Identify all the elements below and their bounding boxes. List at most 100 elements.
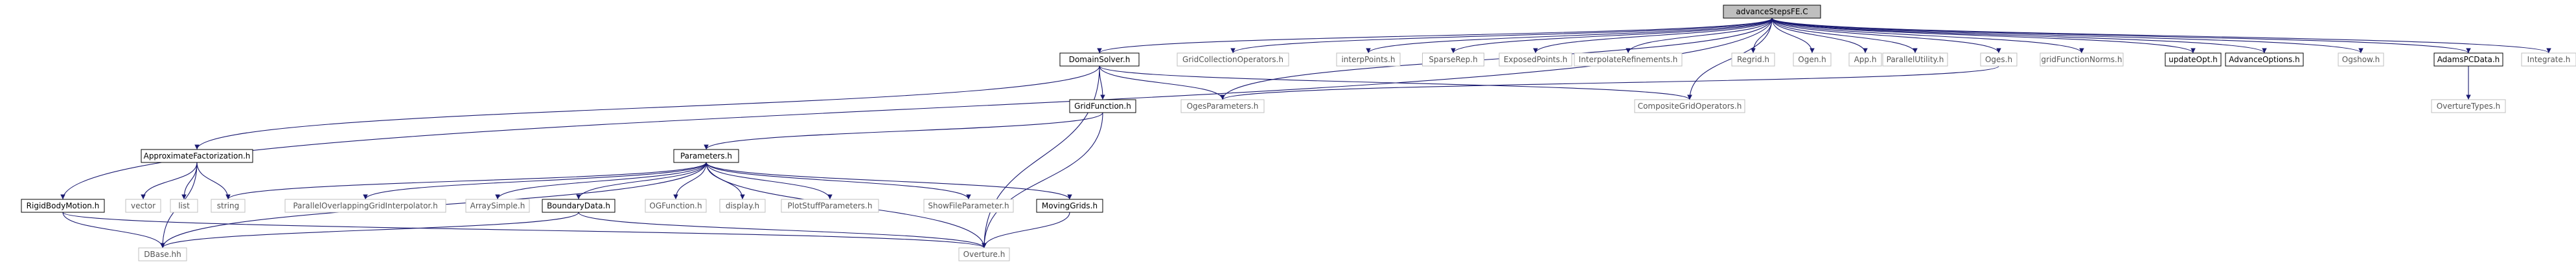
edge-oges-to-ogesParameters [1220,65,1999,100]
node-gridCollOps: GridCollectionOperators.h [1177,52,1289,67]
node-label-display: display.h [726,201,759,210]
node-ogesParameters: OgesParameters.h [1180,99,1265,113]
edge-parameters-to-ogFunction [673,162,707,200]
node-approxFactorization[interactable]: ApproximateFactorization.h [141,149,253,163]
node-label-advanceStepsFE: advanceStepsFE.C [1736,7,1808,16]
edge-approxFactorization-to-vector [141,162,198,200]
node-label-vector: vector [131,201,155,210]
node-compositeGridOps: CompositeGridOperators.h [1634,99,1745,113]
node-label-approxFactorization: ApproximateFactorization.h [144,151,251,161]
edge-advanceStepsFE-to-advanceOptions [1771,17,2267,54]
node-box-showFileParameter [923,199,1014,213]
node-box-ogen [1793,52,1832,67]
edge-advanceStepsFE-to-oges [1771,17,2001,54]
node-oges: Oges.h [1980,52,2018,67]
node-label-parallelOverlapping: ParallelOverlappingGridInterpolator.h [293,201,437,210]
node-display: display.h [719,199,766,213]
edge-approxFactorization-to-string [196,162,231,200]
edge-rigidBodyMotion-to-dbase [62,212,165,249]
node-box-parallelOverlapping [284,199,446,213]
node-interpRefinements: InterpolateRefinements.h [1574,52,1683,67]
edge-gridFunction-to-parameters [704,112,1103,150]
node-label-list: list [178,201,190,210]
node-plotStuffParameters: PlotStuffParameters.h [781,199,879,213]
node-updateOpt[interactable]: updateOpt.h [2165,52,2222,67]
edge-parameters-to-arraySimple [495,162,707,200]
node-parallelUtility: ParallelUtility.h [1882,52,1948,67]
node-box-domainSolver [1059,52,1140,67]
node-label-app: App.h [1854,55,1877,64]
node-label-advanceOptions: AdvanceOptions.h [2229,55,2299,64]
node-vector: vector [125,199,161,213]
node-box-exposedPoints [1499,52,1572,67]
node-box-string [211,199,246,213]
node-label-overture: Overture.h [963,250,1006,259]
node-label-ogesParameters: OgesParameters.h [1187,102,1259,111]
node-dbase: DBase.hh [138,247,187,261]
edge-domainSolver-to-gridFunction [1099,65,1105,100]
edge-rigidBodyMotion-to-overture [62,212,987,249]
node-rigidBodyMotion[interactable]: RigidBodyMotion.h [21,199,105,213]
edge-advanceStepsFE-to-gridCollOps [1230,17,1773,54]
node-domainSolver[interactable]: DomainSolver.h [1059,52,1140,67]
edge-domainSolver-to-approxFactorization [194,65,1100,150]
node-label-regrid: Regrid.h [1737,55,1769,64]
node-label-rigidBodyMotion: RigidBodyMotion.h [27,201,100,210]
edge-advanceStepsFE-to-adamsPCData [1771,17,2471,54]
node-advanceStepsFE[interactable]: advanceStepsFE.C [1723,5,1821,19]
edge-boundaryData-to-dbase [160,212,579,249]
node-label-ogshow: Ogshow.h [2342,55,2380,64]
node-label-updateOpt: updateOpt.h [2168,55,2217,64]
node-box-sparseRep [1422,52,1484,67]
node-label-showFileParameter: ShowFileParameter.h [928,201,1009,210]
node-label-ogFunction: OGFunction.h [649,201,702,210]
edge-advanceStepsFE-to-domainSolver [1097,17,1773,54]
node-label-gridFunction: GridFunction.h [1074,102,1131,111]
node-parameters[interactable]: Parameters.h [673,149,739,163]
node-ogshow: Ogshow.h [2338,52,2384,67]
node-box-interpRefinements [1574,52,1683,67]
node-box-rigidBodyMotion [21,199,105,213]
node-label-boundaryData: BoundaryData.h [547,201,610,210]
node-box-ogshow [2338,52,2384,67]
node-box-compositeGridOps [1634,99,1745,113]
node-boundaryData[interactable]: BoundaryData.h [542,199,615,213]
node-box-advanceStepsFE [1723,5,1821,19]
edge-parameters-to-parallelOverlapping [363,162,707,200]
edge-advanceStepsFE-to-integrate [1771,17,2551,54]
edge-domainSolver-to-ogesParameters [1099,65,1225,100]
node-box-dbase [138,247,187,261]
node-box-plotStuffParameters [781,199,879,213]
file-nodes: advanceStepsFE.C DomainSolver.h GridCollec… [21,5,2576,261]
edge-advanceStepsFE-to-ogesParameters [1220,17,1773,100]
node-box-updateOpt [2165,52,2222,67]
edge-movingGrids-to-overture [982,212,1070,249]
edge-parameters-to-string [225,162,707,200]
node-box-parameters [673,149,739,163]
node-gridFunction[interactable]: GridFunction.h [1069,99,1136,113]
edge-advanceStepsFE-to-gridFunctionNorms [1771,17,2084,54]
node-box-integrate [2521,52,2576,67]
node-box-gridCollOps [1177,52,1289,67]
node-box-interpPoints [1336,52,1401,67]
node-gridFunctionNorms: gridFunctionNorms.h [2040,52,2124,67]
edge-gridFunction-to-overture [982,112,1103,249]
edge-advanceStepsFE-to-sparseRep [1451,17,1773,54]
edge-domainSolver-to-compositeGridOps [1099,65,1692,100]
edge-advanceStepsFE-to-interpPoints [1366,17,1773,54]
node-label-overtureTypes: OvertureTypes.h [2437,102,2500,111]
node-advanceOptions[interactable]: AdvanceOptions.h [2225,52,2304,67]
node-adamsPCData[interactable]: AdamsPCData.h [2433,52,2503,67]
node-movingGrids[interactable]: MovingGrids.h [1036,199,1103,213]
node-label-gridCollOps: GridCollectionOperators.h [1182,55,1283,64]
node-box-ogesParameters [1180,99,1265,113]
node-box-arraySimple [465,199,530,213]
node-label-adamsPCData: AdamsPCData.h [2437,55,2500,64]
node-box-app [1848,52,1882,67]
node-string: string [211,199,246,213]
edge-parameters-to-showFileParameter [706,162,971,200]
node-label-arraySimple: ArraySimple.h [470,201,525,210]
node-box-approxFactorization [141,149,253,163]
node-box-ogFunction [645,199,707,213]
